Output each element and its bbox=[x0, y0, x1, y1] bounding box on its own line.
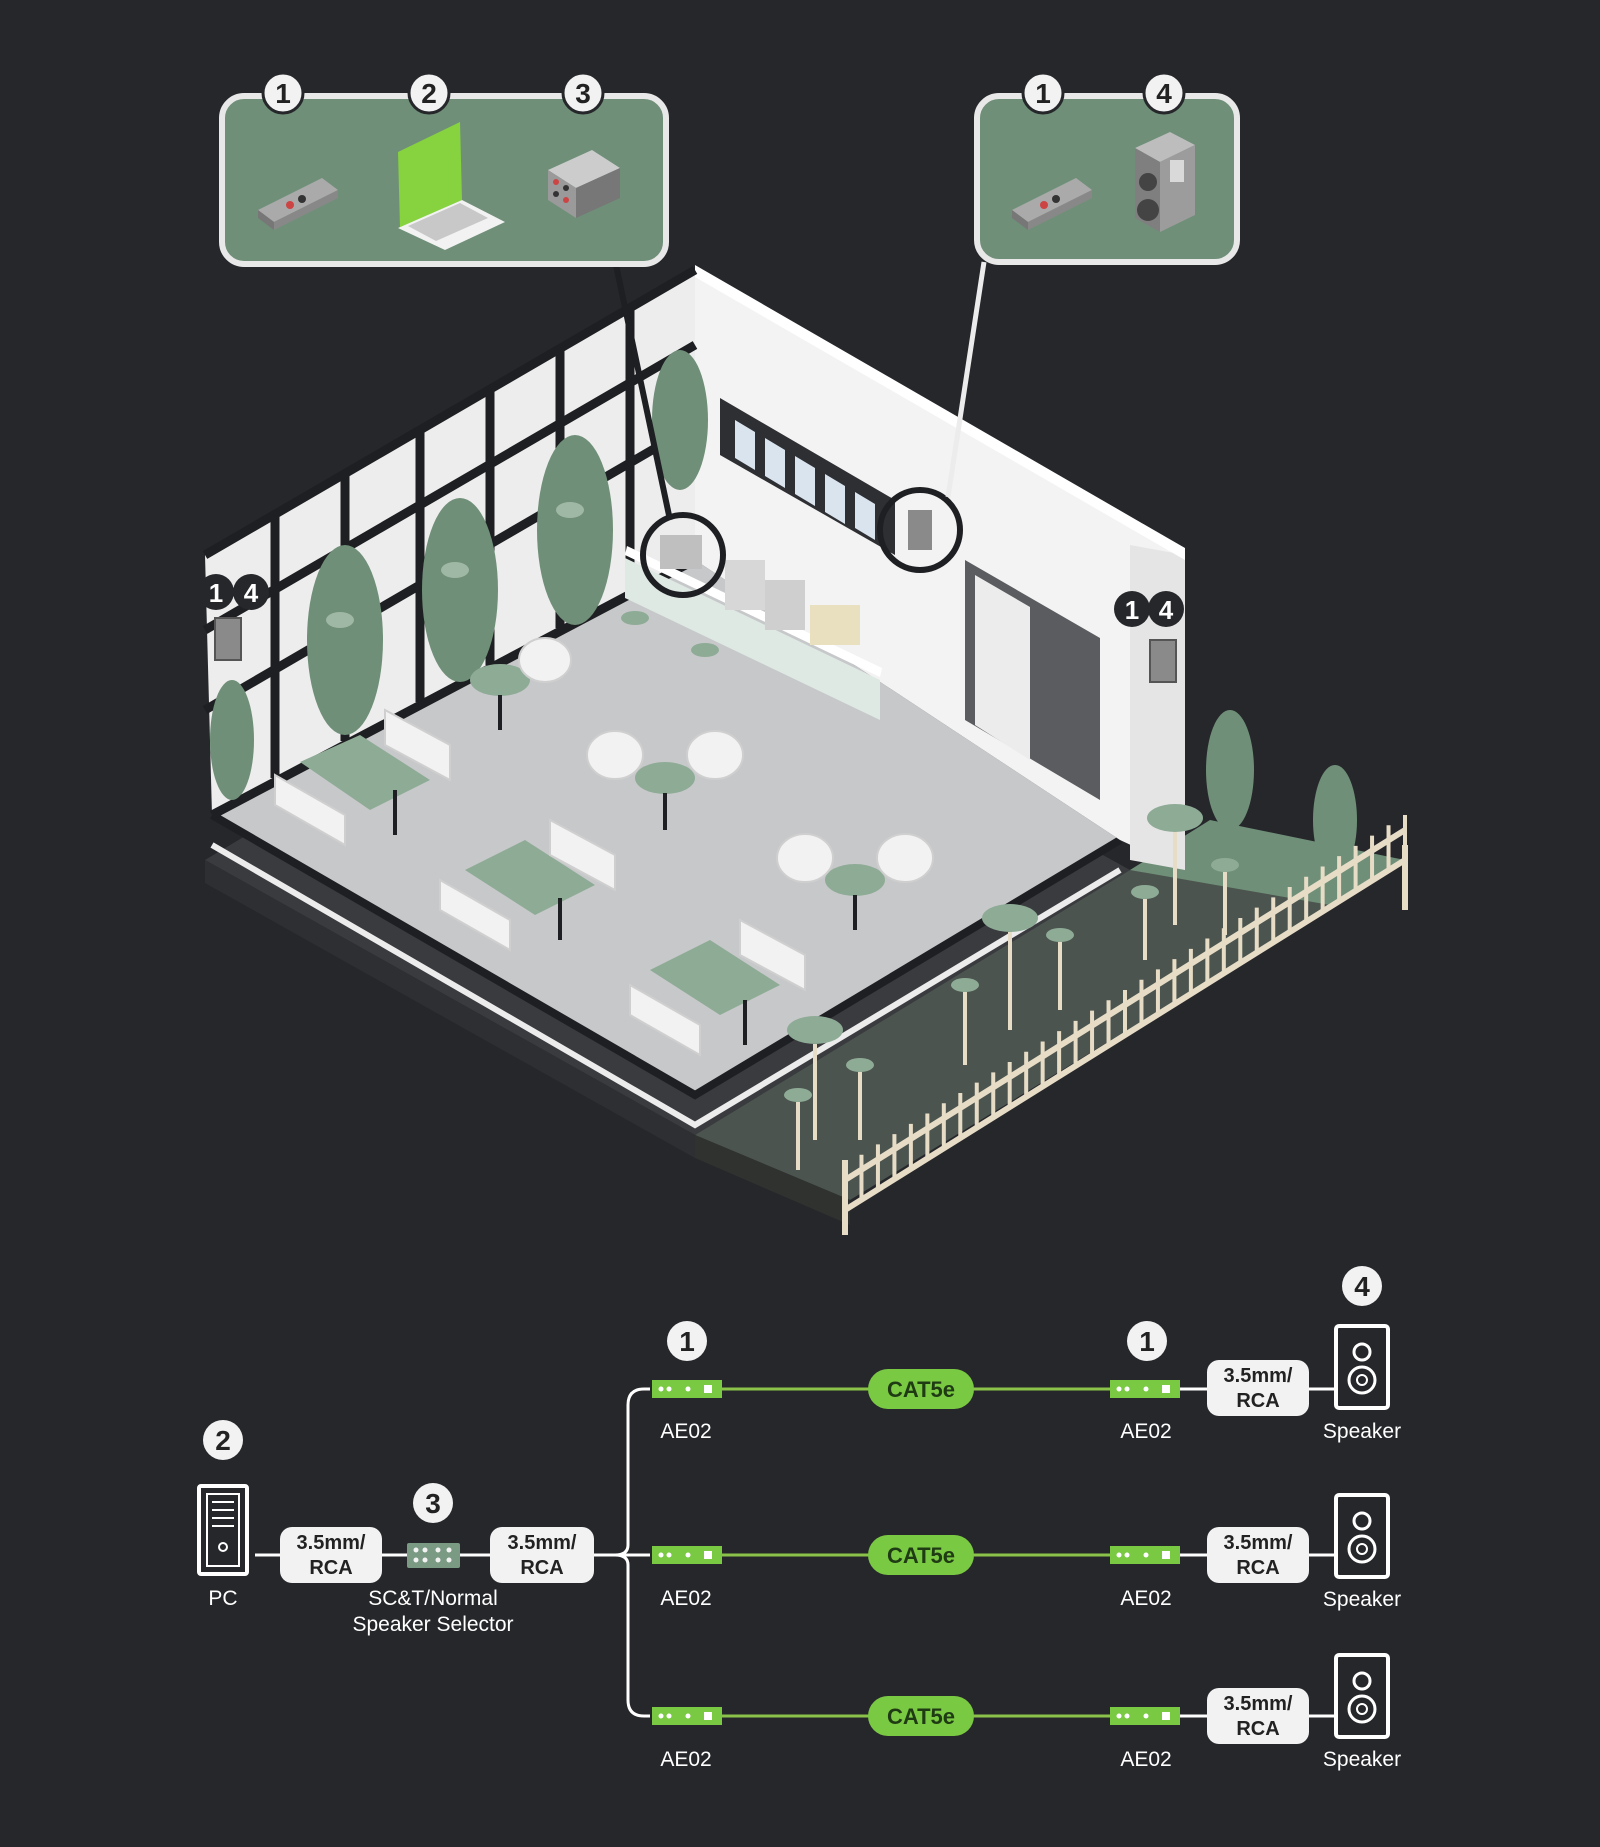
connector-receiver-to-speaker: 3.5mm/ RCA bbox=[1207, 1527, 1309, 1583]
speaker-icon bbox=[1334, 1324, 1390, 1410]
pc-label: PC bbox=[208, 1587, 237, 1610]
svg-text:RCA: RCA bbox=[1236, 1390, 1279, 1412]
svg-text:2: 2 bbox=[215, 1425, 231, 1456]
svg-text:CAT5e: CAT5e bbox=[887, 1704, 955, 1729]
connector-pc-to-selector: 3.5mm/ RCA bbox=[280, 1527, 382, 1583]
svg-text:2: 2 bbox=[421, 78, 437, 109]
speaker-selector-device-icon bbox=[407, 1543, 460, 1568]
ae02-sender-label: AE02 bbox=[660, 1748, 711, 1771]
ae02-receiver-icon bbox=[1110, 1546, 1180, 1564]
badge-right-4: 4 bbox=[1142, 71, 1186, 115]
wall-speaker-badges-right: 1 4 bbox=[1114, 591, 1184, 627]
svg-text:RCA: RCA bbox=[520, 1557, 563, 1579]
connector-receiver-to-speaker: 3.5mm/ RCA bbox=[1207, 1360, 1309, 1416]
row-2: AE02 CAT5e AE02 3.5mm/ RCA bbox=[652, 1493, 1401, 1611]
svg-text:3.5mm/: 3.5mm/ bbox=[1224, 1532, 1293, 1554]
svg-text:CAT5e: CAT5e bbox=[887, 1543, 955, 1568]
badge-sender: 1 bbox=[667, 1321, 707, 1361]
cat5e-cable-badge: CAT5e bbox=[868, 1369, 974, 1409]
svg-text:1: 1 bbox=[679, 1326, 695, 1357]
ae02-receiver-icon bbox=[1110, 1707, 1180, 1725]
selector-label: SC&T/Normal bbox=[368, 1587, 498, 1610]
speaker-icon bbox=[1334, 1493, 1390, 1579]
speaker-label: Speaker bbox=[1323, 1420, 1401, 1443]
pc-tower-icon bbox=[197, 1484, 249, 1576]
svg-text:4: 4 bbox=[1159, 595, 1174, 625]
callout-panel-right: 1 4 bbox=[974, 71, 1240, 265]
svg-text:1: 1 bbox=[1139, 1326, 1155, 1357]
ae02-sender-icon bbox=[652, 1546, 722, 1564]
badge-receiver: 1 bbox=[1127, 1321, 1167, 1361]
badge-right-1: 1 bbox=[1021, 71, 1065, 115]
cat5e-cable-badge: CAT5e bbox=[868, 1696, 974, 1736]
connection-diagram: 2 PC 3.5mm/ RCA 3 SC&T/Normal Speaker Se… bbox=[197, 1266, 1401, 1771]
cafe-illustration bbox=[202, 261, 1408, 1235]
svg-text:CAT5e: CAT5e bbox=[887, 1377, 955, 1402]
ae02-sender-icon bbox=[652, 1707, 722, 1725]
ae02-sender-label: AE02 bbox=[660, 1420, 711, 1443]
cat5e-cable-badge: CAT5e bbox=[868, 1535, 974, 1575]
svg-text:4: 4 bbox=[1156, 78, 1172, 109]
speaker-selector-icon bbox=[548, 150, 620, 218]
svg-text:4: 4 bbox=[244, 578, 259, 608]
badge-left-1: 1 bbox=[261, 71, 305, 115]
svg-text:1: 1 bbox=[275, 78, 291, 109]
selector-label-2: Speaker Selector bbox=[352, 1613, 513, 1636]
svg-text:3: 3 bbox=[575, 78, 591, 109]
speaker-icon bbox=[1135, 132, 1195, 232]
svg-text:RCA: RCA bbox=[309, 1557, 352, 1579]
wall-speaker-badges-left: 1 4 bbox=[198, 574, 269, 610]
svg-text:RCA: RCA bbox=[1236, 1718, 1279, 1740]
ae02-extender-icon bbox=[258, 178, 338, 230]
row-3: AE02 CAT5e AE02 3.5mm/ RCA bbox=[652, 1653, 1401, 1771]
ae02-receiver-label: AE02 bbox=[1120, 1587, 1171, 1610]
badge-speaker: 4 bbox=[1342, 1266, 1382, 1306]
badge-pc: 2 bbox=[203, 1420, 243, 1460]
svg-text:3: 3 bbox=[425, 1488, 441, 1519]
connector-selector-to-ae02: 3.5mm/ RCA bbox=[490, 1527, 594, 1583]
ae02-extender-icon bbox=[1012, 178, 1092, 230]
ae02-sender-icon bbox=[652, 1380, 722, 1398]
svg-text:1: 1 bbox=[1125, 595, 1139, 625]
ae02-receiver-icon bbox=[1110, 1380, 1180, 1398]
row-1: AE02 CAT5e AE02 3.5mm/ RCA bbox=[652, 1324, 1401, 1443]
ae02-receiver-label: AE02 bbox=[1120, 1748, 1171, 1771]
speaker-label: Speaker bbox=[1323, 1748, 1401, 1771]
svg-text:1: 1 bbox=[1035, 78, 1051, 109]
svg-text:RCA: RCA bbox=[1236, 1557, 1279, 1579]
speaker-label: Speaker bbox=[1323, 1588, 1401, 1611]
svg-text:3.5mm/: 3.5mm/ bbox=[297, 1532, 366, 1554]
badge-left-3: 3 bbox=[561, 71, 605, 115]
ae02-sender-label: AE02 bbox=[660, 1587, 711, 1610]
svg-text:3.5mm/: 3.5mm/ bbox=[1224, 1365, 1293, 1387]
svg-text:4: 4 bbox=[1354, 1271, 1370, 1302]
badge-selector: 3 bbox=[413, 1483, 453, 1523]
svg-text:3.5mm/: 3.5mm/ bbox=[508, 1532, 577, 1554]
svg-text:3.5mm/: 3.5mm/ bbox=[1224, 1693, 1293, 1715]
badge-left-2: 2 bbox=[407, 71, 451, 115]
svg-text:1: 1 bbox=[209, 578, 223, 608]
ae02-receiver-label: AE02 bbox=[1120, 1420, 1171, 1443]
callout-panel-left: 1 2 3 bbox=[219, 71, 669, 267]
laptop-icon bbox=[398, 122, 505, 250]
connector-receiver-to-speaker: 3.5mm/ RCA bbox=[1207, 1688, 1309, 1744]
speaker-icon bbox=[1334, 1653, 1390, 1739]
